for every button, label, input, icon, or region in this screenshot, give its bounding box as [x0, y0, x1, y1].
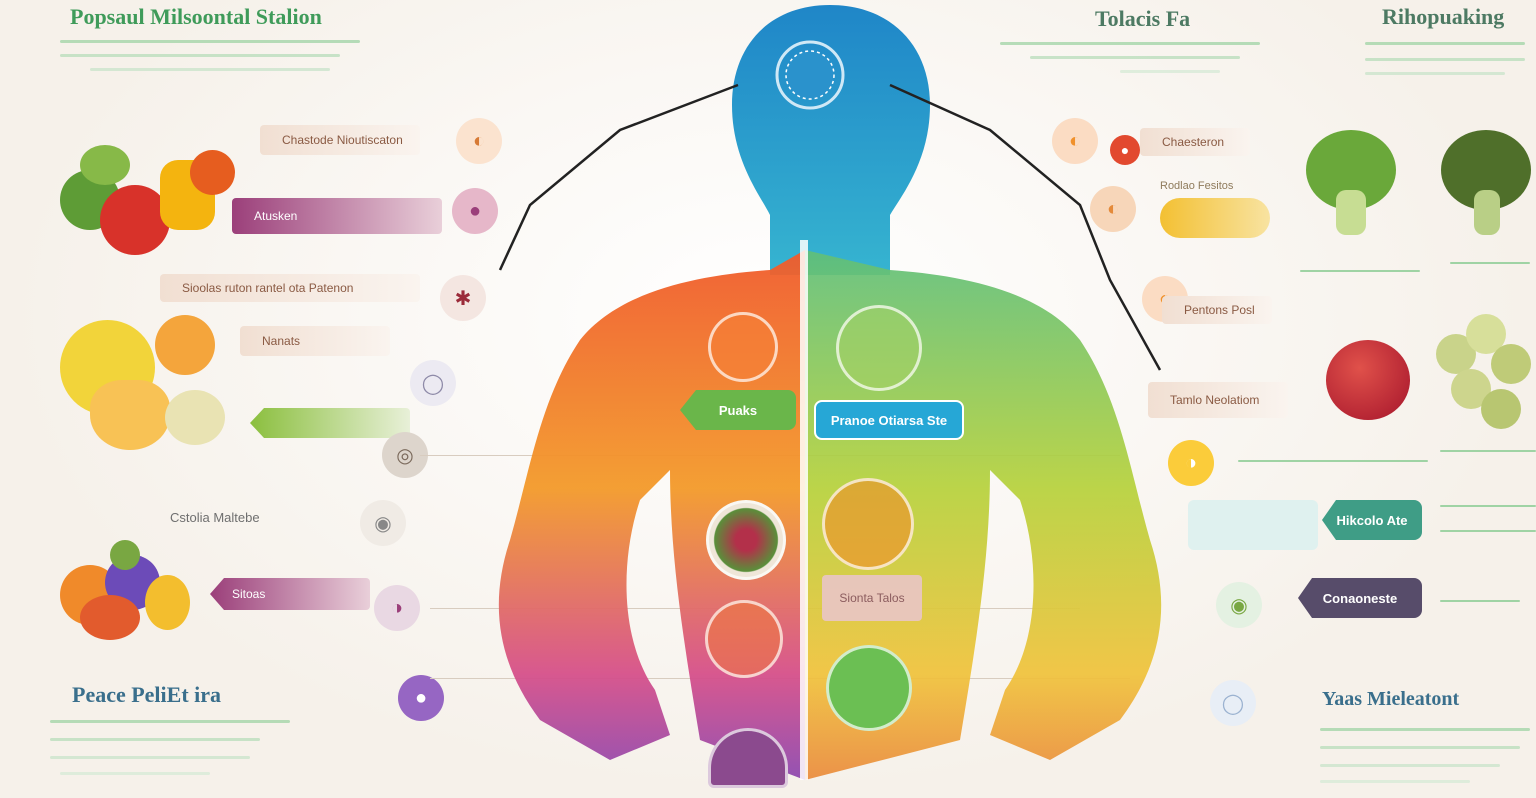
grapes-icon [1436, 314, 1536, 434]
title-underline [1320, 746, 1520, 749]
banana-icon: ◐ [1090, 186, 1136, 232]
left-label-row1: Chastode Nioutiscaton [260, 125, 420, 155]
left-label-row3: Sioolas ruton rantel ota Patenon [160, 274, 420, 302]
belly-box: Sionta Talos [822, 575, 922, 621]
title-underline [50, 738, 260, 741]
title-underline [90, 68, 330, 71]
apple-icon [1326, 340, 1410, 420]
info-line [1450, 262, 1530, 264]
left-label-row5-bar [250, 408, 410, 438]
right-label-row1: Chaesteron [1140, 128, 1250, 156]
title-underline [60, 54, 340, 57]
body-midline [800, 240, 808, 780]
title-underline [50, 756, 250, 759]
right-body-callout-text: Pranoe Otiarsa Ste [830, 412, 948, 428]
orange-icon: ◑ [374, 585, 420, 631]
connector-wire [498, 83, 739, 271]
right-label-row2: Rodlao Fesitos [1160, 180, 1234, 192]
title-underline [1120, 70, 1220, 73]
head-shape [732, 5, 930, 275]
left-label-row2: Atusken [232, 198, 442, 234]
orange-icon: ◑ [1168, 440, 1214, 486]
apple-icon: ● [398, 675, 444, 721]
broccoli-icon [1436, 130, 1536, 240]
info-line [1440, 450, 1536, 452]
berries-icon [706, 500, 786, 580]
banana-icon [1160, 198, 1270, 238]
right-label-row4: Tamlo Neolatiom [1148, 382, 1288, 418]
salad-icon: ◉ [360, 500, 406, 546]
right-label-row6-text: Conaoneste [1322, 590, 1398, 606]
info-line [1440, 600, 1520, 602]
salad-icon [50, 535, 200, 645]
left-label-row3-text: Sioolas ruton rantel ota Patenon [182, 281, 354, 295]
chest-right-badge [836, 305, 922, 391]
title-underline [1365, 42, 1525, 45]
title-top-left: Popsaul Milsoontal Stalion [70, 4, 322, 29]
left-label-row4-text: Nanats [262, 334, 301, 348]
grapes-icon: ◯ [410, 360, 456, 406]
chest-left-badge [708, 312, 778, 382]
title-underline [1320, 764, 1500, 767]
apple-icon [60, 310, 230, 450]
title-bottom-left: Peace PeliEt ira [72, 682, 222, 707]
right-label-row6: Conaoneste [1298, 578, 1422, 618]
left-label-row6: Sitoas [210, 578, 370, 610]
right-label-row3: Pentons Posl [1162, 296, 1272, 324]
fruit-bowl-icon [60, 140, 240, 255]
right-label-row1-text: Chaesteron [1162, 135, 1225, 149]
right-label-row3-text: Pentons Posl [1184, 303, 1255, 317]
right-body-callout: Pranoe Otiarsa Ste [814, 400, 964, 440]
head-badge [775, 40, 845, 110]
belly-right-badge [822, 478, 914, 570]
left-label-row1-text: Chastode Nioutiscaton [282, 133, 403, 147]
title-underline [1030, 56, 1240, 59]
title-underline [60, 772, 210, 775]
left-label-row5: Cstolia Maltebe [170, 510, 260, 525]
connector-wire [889, 83, 1162, 371]
right-panel-box [1188, 500, 1318, 550]
title-underline [50, 720, 290, 723]
orange-icon: ◐ [1052, 118, 1098, 164]
apple-icon: ● [452, 188, 498, 234]
berries-icon: ✱ [440, 275, 486, 321]
lower-right-badge [826, 645, 912, 731]
left-label-row2-text: Atusken [254, 209, 298, 223]
broccoli-icon [1296, 130, 1406, 240]
grapes-icon: ◯ [1210, 680, 1256, 726]
title-underline [1320, 728, 1530, 731]
apple-icon: ● [1110, 135, 1140, 165]
bottom-badge [708, 728, 788, 788]
left-label-row4: Nanats [240, 326, 390, 356]
title-underline [1320, 780, 1470, 783]
right-label-row5-text: Hikcolo Ate [1336, 512, 1408, 528]
title-top-right: Rihopuaking [1382, 4, 1505, 29]
title-bottom-right: Yaas Mieleatont [1322, 688, 1460, 710]
info-line [1300, 270, 1420, 272]
title-underline [1365, 72, 1505, 75]
info-line [1440, 505, 1536, 507]
title-underline [1000, 42, 1260, 45]
info-line [1238, 460, 1428, 462]
salad-icon: ◉ [1216, 582, 1262, 628]
right-label-row4-text: Tamlo Neolatiom [1170, 393, 1260, 407]
left-body-callout-text: Puaks [718, 402, 758, 418]
title-top-center-right: Tolacis Fa [1095, 6, 1191, 31]
title-underline [1365, 58, 1525, 61]
left-label-row6-text: Sitoas [232, 587, 266, 601]
orange-icon: ◐ [456, 118, 502, 164]
belly-box-text: Sionta Talos [839, 591, 905, 605]
info-line [1440, 530, 1536, 532]
left-body-callout: Puaks [680, 390, 796, 430]
title-underline [60, 40, 360, 43]
right-label-row5: Hikcolo Ate [1322, 500, 1422, 540]
lower-left-badge [705, 600, 783, 678]
